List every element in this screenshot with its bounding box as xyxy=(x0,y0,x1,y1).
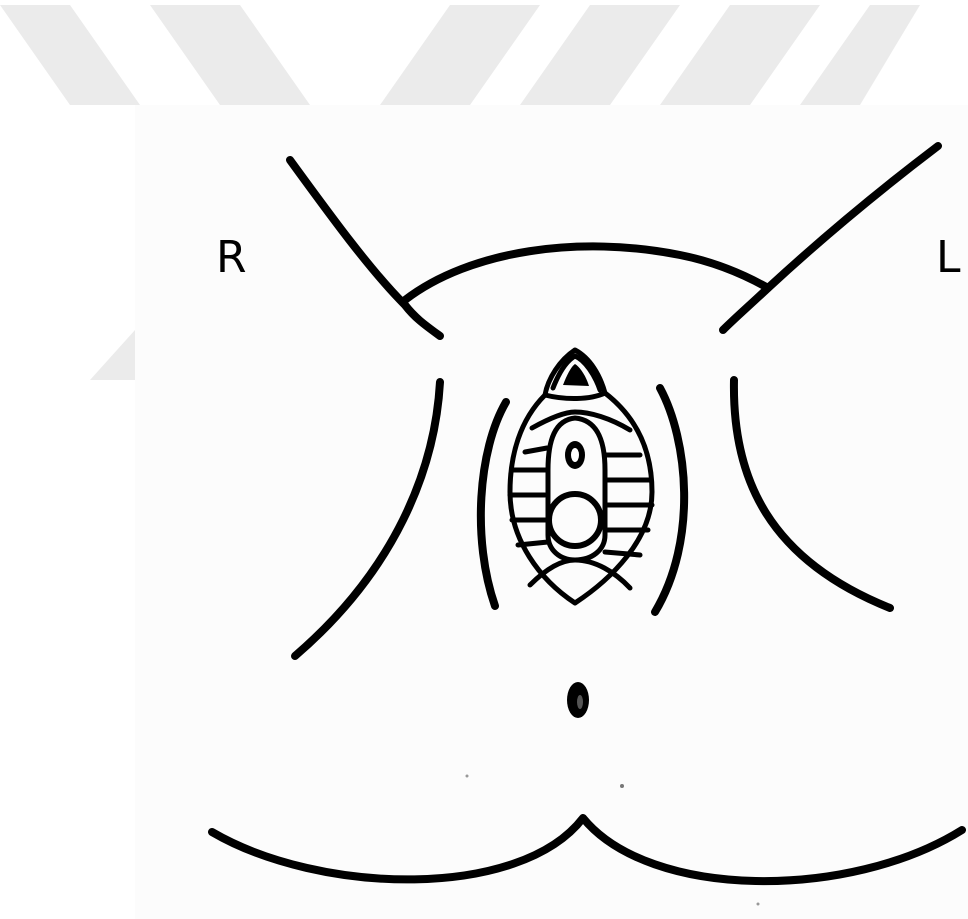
right-upper-thigh-line xyxy=(290,160,440,336)
right-side-label: R xyxy=(216,236,247,280)
right-labium-majus xyxy=(481,402,506,606)
left-thigh-curve xyxy=(734,380,890,608)
left-side-label: L xyxy=(936,236,961,280)
vulva xyxy=(510,350,652,603)
buttocks-curve xyxy=(212,818,962,881)
left-labium-majus xyxy=(655,388,684,612)
mons-arc xyxy=(405,246,768,300)
left-upper-thigh-line xyxy=(723,146,938,330)
right-thigh-curve xyxy=(295,382,440,656)
